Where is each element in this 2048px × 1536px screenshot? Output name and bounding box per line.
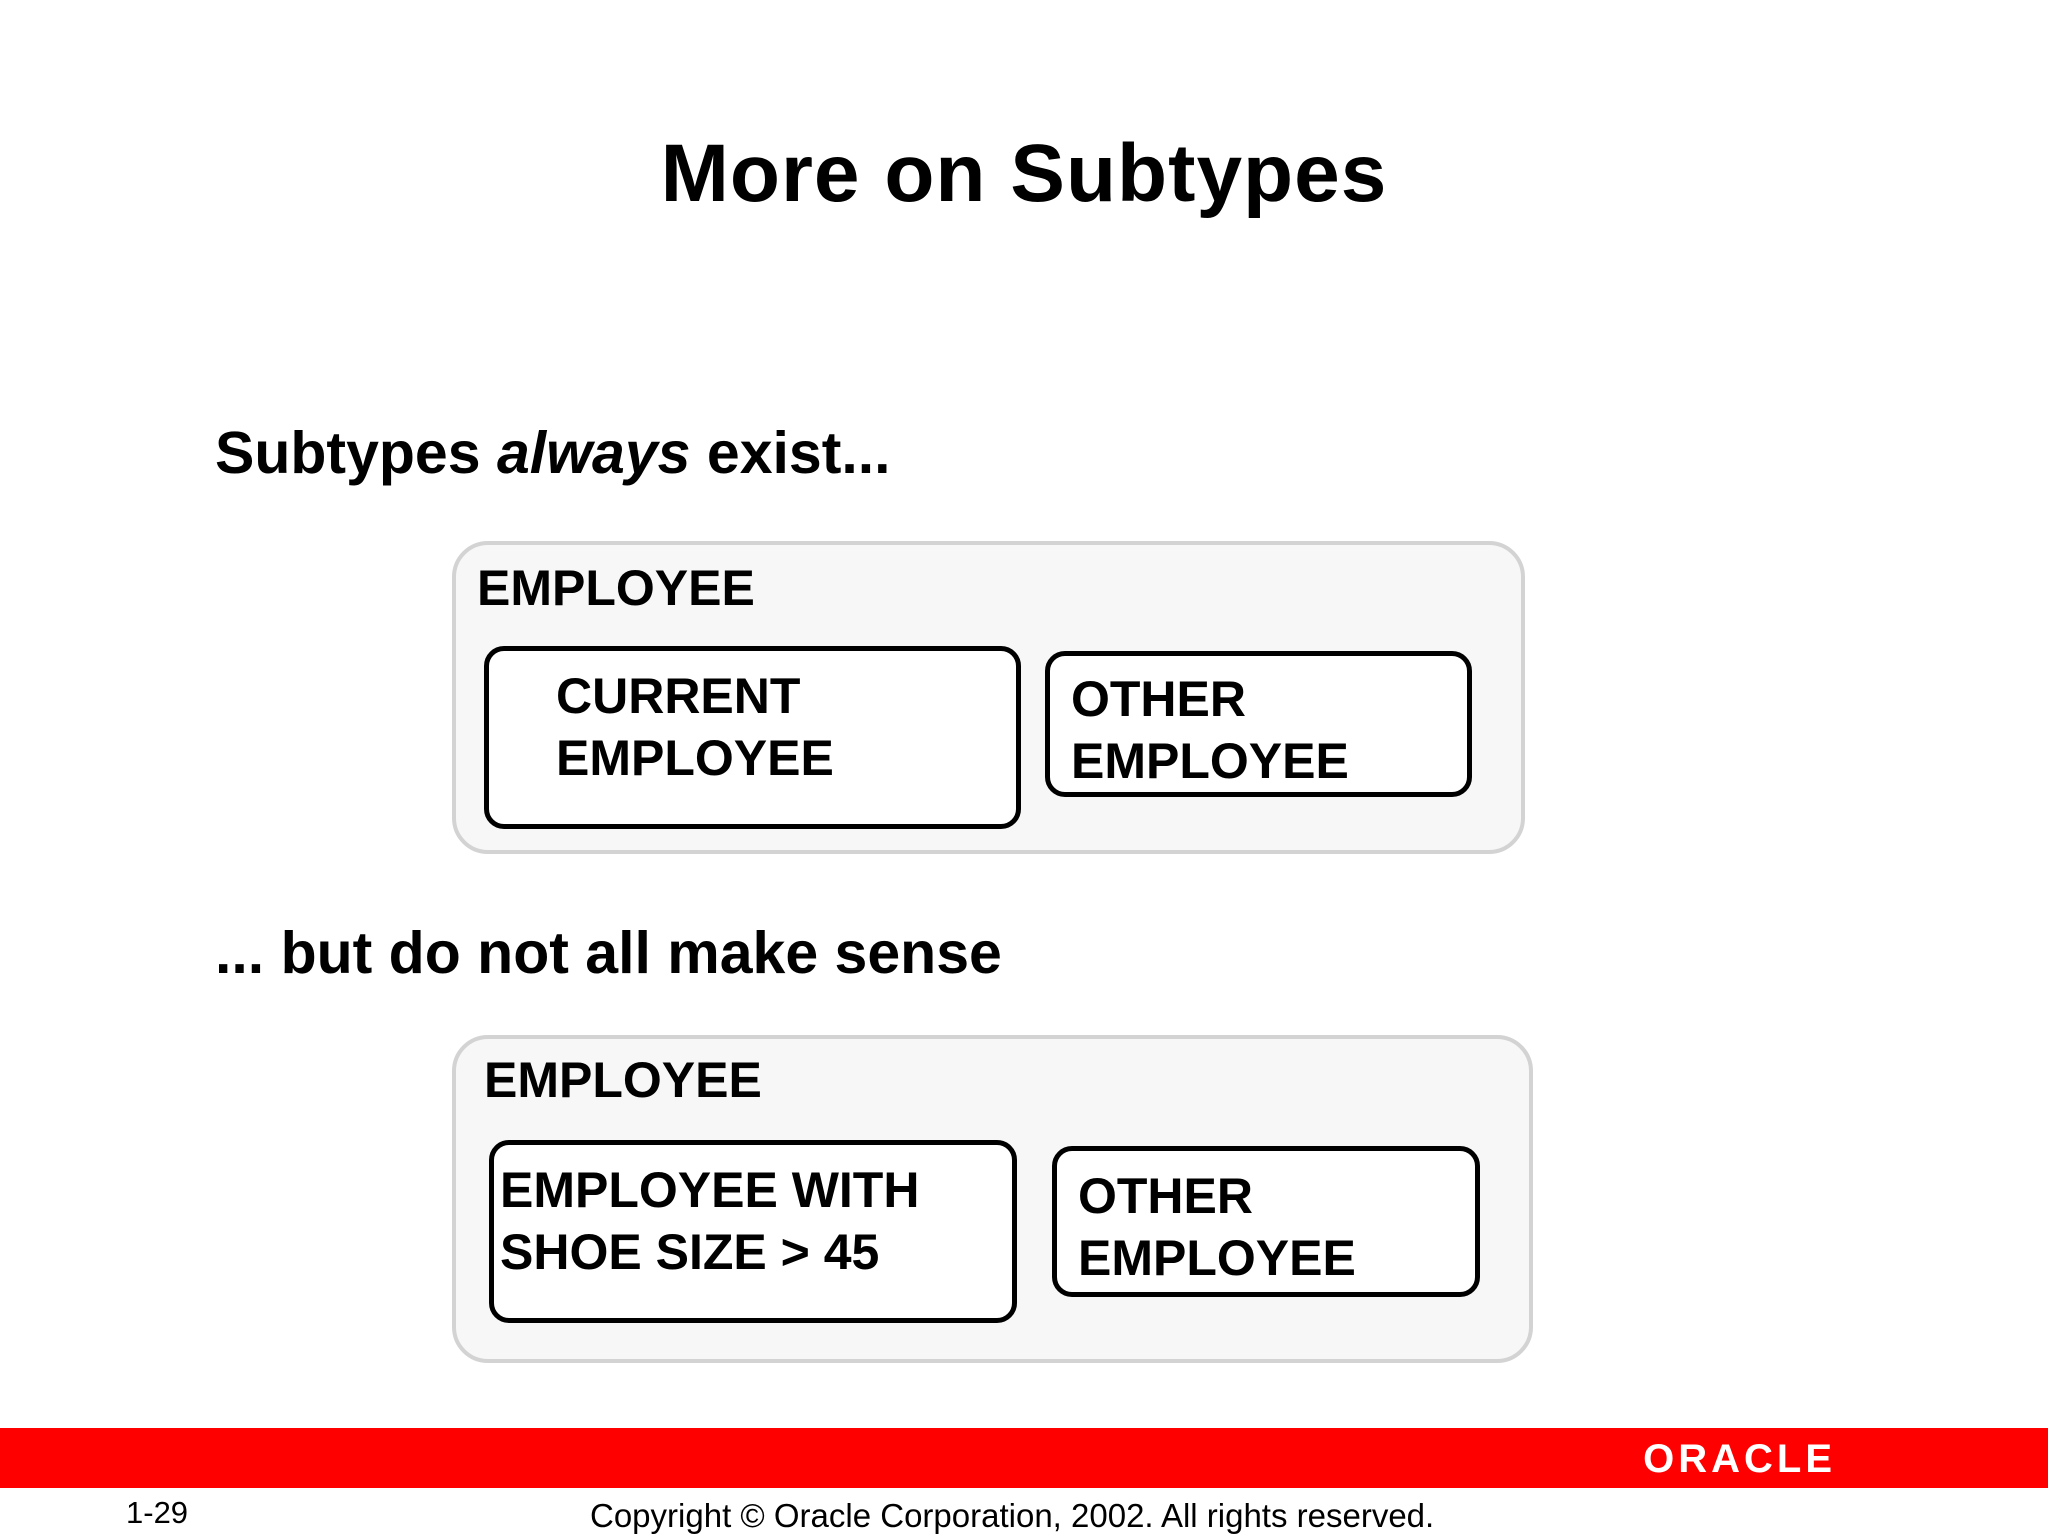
supertype-label-1: EMPLOYEE <box>477 560 755 616</box>
footer-red-bar <box>0 1428 2048 1488</box>
bullet-subtypes-always-exist: Subtypes always exist... <box>215 420 891 486</box>
slide-title-text: More on Subtypes <box>660 128 1388 219</box>
subtype-label-line: EMPLOYEE <box>1078 1230 1356 1286</box>
subtype-box-shoe-size: EMPLOYEE WITH SHOE SIZE > 45 <box>489 1140 1017 1323</box>
subtype-label-line: CURRENT <box>556 668 801 724</box>
bullet1-suffix: exist... <box>690 420 891 486</box>
bullet-not-all-make-sense: ... but do not all make sense <box>215 920 1002 986</box>
oracle-logo: ORACLE <box>1643 1437 1836 1481</box>
subtype-label-line: EMPLOYEE <box>1071 733 1349 789</box>
subtype-label-line: OTHER <box>1078 1168 1253 1224</box>
bullet1-prefix: Subtypes <box>215 420 497 486</box>
copyright-notice: Copyright © Oracle Corporation, 2002. Al… <box>590 1497 1435 1534</box>
subtype-label-line: EMPLOYEE <box>556 730 834 786</box>
supertype-label-2: EMPLOYEE <box>484 1052 762 1108</box>
subtype-label-line: SHOE SIZE > 45 <box>500 1224 880 1280</box>
subtype-label-line: OTHER <box>1071 671 1246 727</box>
subtype-box-other-employee-1: OTHER EMPLOYEE <box>1045 651 1472 797</box>
bullet1-emphasis: always <box>496 420 691 486</box>
slide-title: More on Subtypes <box>0 128 2048 220</box>
subtype-box-other-employee-2: OTHER EMPLOYEE <box>1052 1146 1480 1297</box>
subtype-box-current-employee: CURRENT EMPLOYEE <box>484 646 1021 829</box>
page-number: 1-29 <box>126 1495 189 1530</box>
subtype-label-line: EMPLOYEE WITH <box>500 1162 920 1218</box>
